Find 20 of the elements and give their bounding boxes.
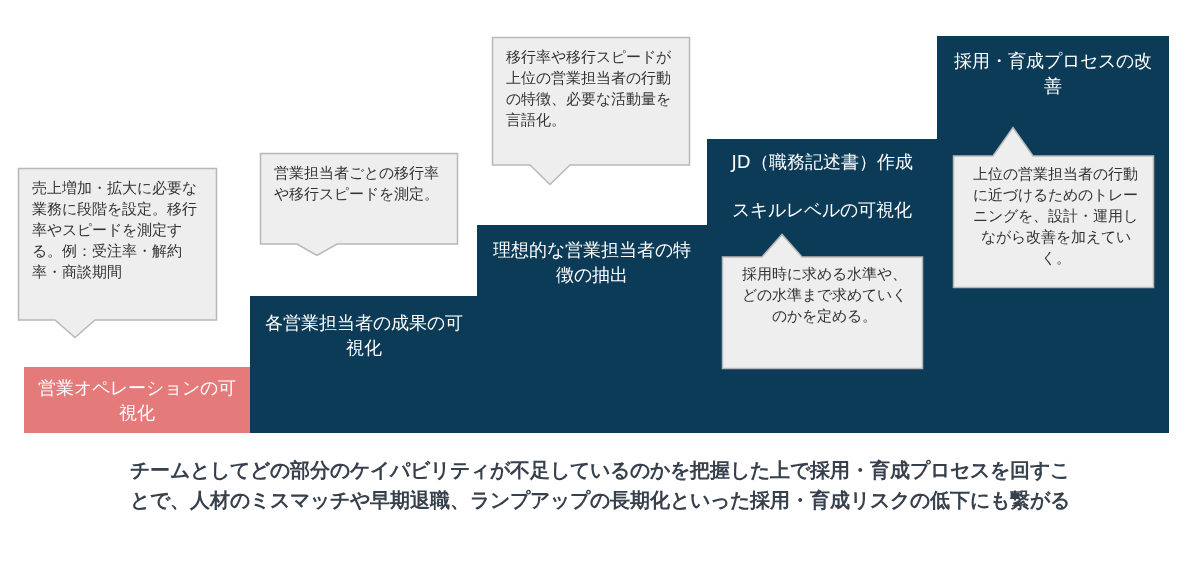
- speech-bubble: [18, 168, 217, 338]
- step-title: 採用・育成プロセスの改善: [953, 49, 1153, 98]
- step-block: [937, 36, 1169, 433]
- step-title: 営業オペレーションの可視化: [37, 376, 237, 425]
- step-title: 理想的な営業担当者の特徴の抽出: [492, 238, 692, 287]
- callout-text: 移行率や移行スピードが上位の営業担当者の行動の特徴、必要な活動量を言語化。: [506, 47, 672, 131]
- step-block: [24, 367, 250, 433]
- caption: チームとしてどの部分のケイパビリティが不足しているのかを把握した上で採用・育成プロセスを回すことで、人材のミスマッチや早期退職、ランプアップの長期化といった採用・育成リスクの低下にも繋がる: [129, 457, 1071, 514]
- speech-bubble: [722, 234, 923, 369]
- speech-bubble: [492, 37, 690, 185]
- callout-text: 売上増加・拡大に必要な業務に段階を設定。移行率やスピードを測定する。例：受注率・解約率・商談期間: [32, 178, 198, 283]
- callout-text: 上位の営業担当者の行動に近づけるためのトレーニングを、設計・運用しながら改善を加えていく。: [972, 164, 1139, 269]
- step-title: 各営業担当者の成果の可視化: [263, 311, 464, 360]
- callout-text: 採用時に求める水準や、どの水準まで求めていくのかを定める。: [741, 264, 908, 327]
- step-block: [250, 296, 477, 433]
- speech-bubble: [953, 127, 1154, 288]
- callout-text: 営業担当者ごとの移行率や移行スピードを測定。: [274, 163, 440, 205]
- step-title: スキルレベルの可視化: [731, 198, 913, 222]
- step-title: JD（職務記述書）作成: [729, 150, 914, 174]
- speech-bubble: [260, 153, 458, 256]
